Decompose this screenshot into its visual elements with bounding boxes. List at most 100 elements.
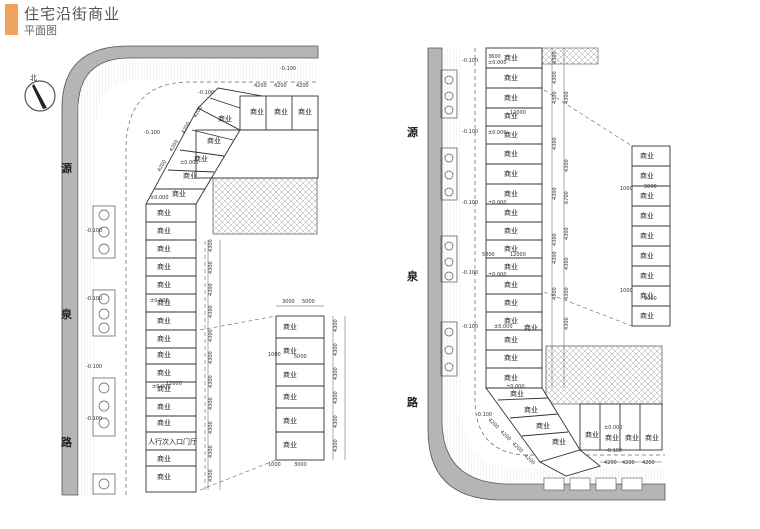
svg-text:泉: 泉 xyxy=(406,269,419,283)
dimension-value: 4300 xyxy=(208,445,214,458)
right-courtyard xyxy=(545,345,663,405)
shop-label: 商业 xyxy=(552,437,566,446)
dimension-value: 4200 xyxy=(499,429,512,442)
dimension-value: 4200 xyxy=(487,417,500,430)
dimension-value: 4200 xyxy=(622,460,635,466)
level-mark: -0.100 xyxy=(462,270,478,276)
dimension-value: 4300 xyxy=(208,397,214,410)
level-mark: -0.100 xyxy=(462,58,478,64)
shop-label: 商业 xyxy=(504,111,518,120)
dimension-value: 4200 xyxy=(254,83,267,89)
dimension-value: 4300 xyxy=(552,71,558,84)
dimension-value: 4200 xyxy=(274,83,287,89)
level-mark: -0.100 xyxy=(86,416,102,422)
dimension-value: 4200 xyxy=(169,139,181,153)
dimension-value: 4300 xyxy=(208,469,214,482)
shop-label: 商业 xyxy=(504,73,518,82)
shop-label: 商业 xyxy=(536,421,550,430)
shop-label: 商业 xyxy=(504,373,518,382)
shop-label: 商业 xyxy=(157,244,171,253)
shop-label: 商业 xyxy=(504,244,518,253)
shop-label: 商业 xyxy=(524,323,538,332)
dimension-value: 4300 xyxy=(333,391,339,404)
left-plan xyxy=(61,45,346,496)
road-label-right: 源 泉 路 xyxy=(406,125,419,409)
shop-label: 商业 xyxy=(250,107,264,116)
shop-label: 商业 xyxy=(157,262,171,271)
dimension-value: 12000 xyxy=(510,252,526,258)
shop-label: 商业 xyxy=(504,298,518,307)
level-mark: -0.100 xyxy=(462,129,478,135)
dimension-value: 4300 xyxy=(564,159,570,172)
dimension-value: 1000 xyxy=(268,352,281,358)
dimension-value: 4200 xyxy=(604,460,617,466)
shop-label: 商业 xyxy=(640,251,654,260)
shop-label: 商业 xyxy=(172,189,186,198)
right-shop-column xyxy=(485,47,543,389)
shop-label: 商业 xyxy=(283,440,297,449)
level-mark: ±0.000 xyxy=(506,384,525,390)
dimension-value: 3000 xyxy=(282,299,295,305)
level-mark: ±0.000 xyxy=(488,272,507,278)
shop-label: 商业 xyxy=(283,370,297,379)
shop-label: 商业 xyxy=(283,392,297,401)
dimension-value: 4300 xyxy=(208,329,214,342)
dimension-value: 4300 xyxy=(208,261,214,274)
shop-label: 商业 xyxy=(283,416,297,425)
shop-label: 商业 xyxy=(504,208,518,217)
level-mark: -0.100 xyxy=(606,448,622,454)
dimension-value: 4300 xyxy=(552,91,558,104)
shop-label: 商业 xyxy=(504,226,518,235)
level-mark: -0.100 xyxy=(86,364,102,370)
shop-label: 商业 xyxy=(504,280,518,289)
shop-label: 商业 xyxy=(640,191,654,200)
dimension-value: 4300 xyxy=(552,137,558,150)
level-mark: -0.100 xyxy=(144,130,160,136)
shop-label: 商业 xyxy=(640,171,654,180)
shop-label: 商业 xyxy=(625,433,639,442)
dimension-value: 4300 xyxy=(564,317,570,330)
shop-labels: 商业商业商业商业商业商业商业商业商业商业商业商业商业商业商业商业商业商业商业商业… xyxy=(157,53,659,481)
dimension-value: 4300 xyxy=(552,233,558,246)
level-mark: ±0.000 xyxy=(152,384,171,390)
shop-label: 商业 xyxy=(585,430,599,439)
shop-label: 商业 xyxy=(157,350,171,359)
dimension-value: 4300 xyxy=(208,283,214,296)
shop-label: 商业 xyxy=(640,231,654,240)
shop-label: 商业 xyxy=(157,368,171,377)
left-dashed-boundary xyxy=(125,81,318,495)
dimension-value: 1000 xyxy=(268,462,281,468)
shop-label: 商业 xyxy=(640,211,654,220)
level-mark: ±0.000 xyxy=(488,200,507,206)
dimension-value: 4300 xyxy=(208,239,214,252)
svg-text:泉: 泉 xyxy=(60,307,73,321)
dimension-value: 4300 xyxy=(333,343,339,356)
shop-label: 商业 xyxy=(157,208,171,217)
level-mark: -0.100 xyxy=(462,200,478,206)
dimension-value: 4200 xyxy=(296,83,309,89)
dimension-value: 5000 xyxy=(294,354,307,360)
dimension-value: 4300 xyxy=(552,287,558,300)
shop-label: 商业 xyxy=(504,130,518,139)
right-unit-detail xyxy=(631,145,671,327)
level-mark: ±0.000 xyxy=(150,195,169,201)
svg-text:路: 路 xyxy=(407,395,419,409)
shop-label: 商业 xyxy=(645,433,659,442)
shop-label: 商业 xyxy=(218,114,232,123)
level-mark: ±0.000 xyxy=(150,298,169,304)
north-label: 北 xyxy=(30,74,37,82)
shop-label: 商业 xyxy=(504,353,518,362)
north-arrow-icon: 北 xyxy=(24,74,56,112)
left-unit-detail xyxy=(275,315,325,461)
shop-label: 商业 xyxy=(207,136,221,145)
shop-label: 商业 xyxy=(640,311,654,320)
shop-label: 商业 xyxy=(640,291,654,300)
dimension-value: 3600 xyxy=(488,54,501,60)
dimension-value: 4300 xyxy=(564,287,570,300)
level-mark: -0.100 xyxy=(462,324,478,330)
left-trees xyxy=(92,205,116,495)
shop-label: 商业 xyxy=(504,93,518,102)
dimension-value: 4200 xyxy=(193,105,205,119)
left-courtyard xyxy=(212,177,318,235)
dimension-value: 4300 xyxy=(564,227,570,240)
